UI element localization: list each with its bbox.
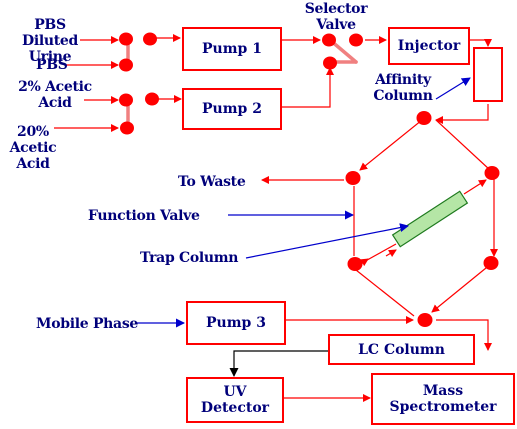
label-to-waste: To Waste xyxy=(178,174,246,190)
affinity-column-box xyxy=(473,47,503,102)
label-pbs-diluted-urine: PBS Diluted Urine xyxy=(21,17,79,65)
input-lines xyxy=(54,34,498,402)
uv-detector-label: UV Detector xyxy=(200,384,270,416)
label-selector-valve: Selector Valve xyxy=(304,1,368,33)
lc-to-uv-arrow xyxy=(229,350,328,377)
label-mobile-phase: Mobile Phase xyxy=(36,316,139,332)
pump-1-box: Pump 1 xyxy=(182,27,282,71)
trap-column xyxy=(391,190,469,248)
label-affinity-column: Affinity Column xyxy=(373,72,433,104)
mass-spectrometer-label: Mass Spectrometer xyxy=(389,383,497,415)
valve-dots xyxy=(119,32,500,327)
label-function-valve: Function Valve xyxy=(88,208,200,224)
lc-column-box: LC Column xyxy=(328,334,475,365)
label-20-percent-acetic-acid: 20% Acetic Acid xyxy=(9,124,57,172)
mass-spectrometer-box: Mass Spectrometer xyxy=(371,373,515,425)
annotation-arrows xyxy=(136,77,471,328)
injector-box: Injector xyxy=(388,27,470,65)
label-2-percent-acetic-acid: 2% Acetic Acid xyxy=(18,79,92,111)
label-pbs: PBS xyxy=(36,57,68,73)
label-trap-column: Trap Column xyxy=(140,250,239,266)
pump-3-box: Pump 3 xyxy=(186,301,286,345)
pump-2-box: Pump 2 xyxy=(182,88,282,130)
uv-detector-box: UV Detector xyxy=(186,377,284,423)
